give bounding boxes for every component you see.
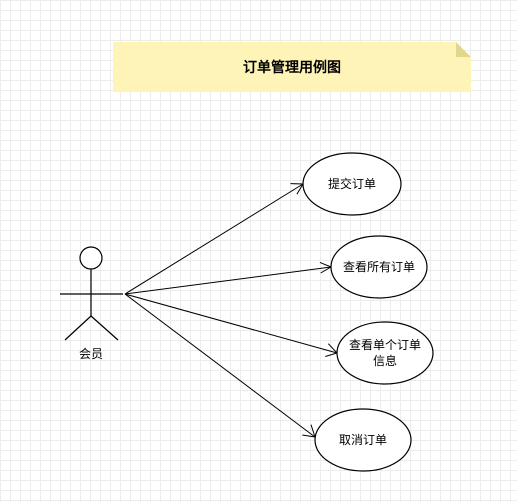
association-submit[interactable] (124, 183, 304, 295)
use-case-submit-ellipse[interactable] (302, 152, 402, 216)
use-case-submit-label: 提交订单 (327, 177, 376, 191)
diagram-title: 订单管理用例图 (243, 60, 341, 76)
use-case-view-single-label: 查看单个订单信息 (348, 338, 421, 368)
association-cancel[interactable] (124, 293, 316, 438)
actor-label: 会员 (78, 347, 103, 361)
association-view-single[interactable] (124, 293, 338, 354)
actor-figure[interactable] (60, 246, 123, 341)
associations (124, 183, 338, 438)
use-case-cancel-label: 取消订单 (338, 433, 387, 447)
title-note: 订单管理用例图 (113, 42, 471, 92)
use-case-view-all-label: 查看所有订单 (342, 260, 415, 274)
actor-head (79, 246, 103, 270)
use-case-view-single-ellipse[interactable] (336, 321, 434, 385)
actor-left-leg (64, 315, 92, 341)
actor-right-leg (90, 315, 119, 341)
use-case-cancel-ellipse[interactable] (314, 408, 412, 472)
association-view-all[interactable] (124, 266, 332, 295)
use-case-view-all-ellipse[interactable] (330, 235, 428, 299)
